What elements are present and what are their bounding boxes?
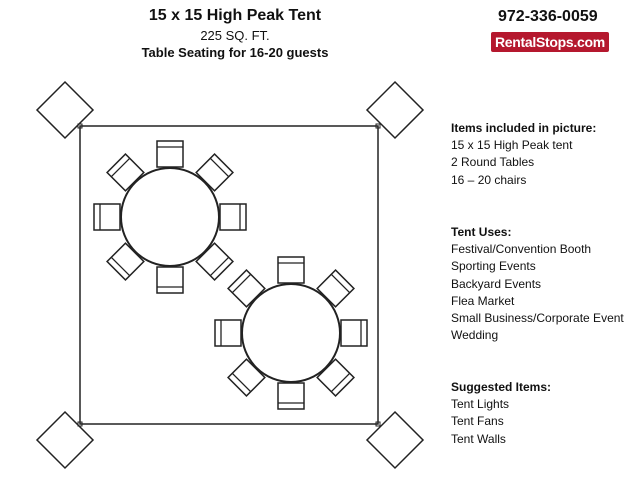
chair [156, 266, 184, 294]
list-item: Tent Fans [451, 414, 504, 429]
chair-seat [195, 242, 234, 281]
chair [214, 319, 242, 347]
chair-seat [156, 266, 184, 294]
chair-back [330, 372, 351, 393]
chair-seat [195, 153, 234, 192]
chair [340, 319, 368, 347]
chair-seat [227, 358, 266, 397]
chair-back [209, 157, 230, 178]
chair [277, 382, 305, 410]
stake-weight [365, 80, 425, 140]
round-table-group [93, 140, 247, 294]
chair-seat [219, 203, 247, 231]
list-item: Tent Walls [451, 431, 506, 446]
chair-seat [106, 153, 145, 192]
chair [316, 358, 355, 397]
chair-seat [277, 256, 305, 284]
chair [156, 140, 184, 168]
chair-seat [227, 269, 266, 308]
chair-back [330, 273, 351, 294]
chair [106, 242, 145, 281]
stake-weight [365, 410, 425, 470]
tent-pole [375, 123, 381, 129]
list-item: Festival/Convention Booth [451, 242, 592, 257]
stake-weight [35, 80, 95, 140]
chair-seat [340, 319, 368, 347]
items-included-section: Items included in picture: 15 x 15 High … [451, 120, 596, 189]
chair-seat [316, 269, 355, 308]
chair-seat [106, 242, 145, 281]
chair-seat [316, 358, 355, 397]
section-heading: Tent Uses: [451, 225, 512, 239]
tent-outline [79, 125, 379, 425]
chair-back [110, 256, 131, 277]
chair-seat [93, 203, 121, 231]
section-heading: Items included in picture: [451, 121, 597, 135]
chair-back [209, 256, 230, 277]
list-item: Sporting Events [451, 259, 536, 274]
list-item: Flea Market [451, 293, 515, 308]
chair [195, 153, 234, 192]
chair-seat [214, 319, 242, 347]
chair [219, 203, 247, 231]
tent-uses-section: Tent Uses: Festival/Convention Booth Spo… [451, 224, 624, 344]
chair [227, 269, 266, 308]
area-label: 225 SQ. FT. [200, 28, 270, 43]
list-item: 2 Round Tables [451, 155, 535, 170]
section-heading: Suggested Items: [451, 380, 552, 394]
suggested-items-section: Suggested Items: Tent Lights Tent Fans T… [451, 379, 551, 448]
chair-back [231, 273, 252, 294]
round-table [120, 167, 220, 267]
list-item: 16 – 20 chairs [451, 172, 527, 187]
chair [277, 256, 305, 284]
list-item: 15 x 15 High Peak tent [451, 138, 573, 153]
chair-back [231, 372, 252, 393]
list-item: Tent Lights [451, 397, 510, 412]
chair [106, 153, 145, 192]
round-table [241, 283, 341, 383]
seating-label: Table Seating for 16-20 guests [141, 45, 329, 60]
phone-number: 972-336-0059 [498, 8, 598, 25]
list-item: Wedding [451, 328, 499, 343]
chair [316, 269, 355, 308]
list-item: Backyard Events [451, 276, 542, 291]
chair [227, 358, 266, 397]
stake-weight [35, 410, 95, 470]
chair-back [110, 157, 131, 178]
list-item: Small Business/Corporate Event [451, 311, 624, 326]
tent-pole [375, 421, 381, 427]
round-table-group [214, 256, 368, 410]
chair-seat [277, 382, 305, 410]
chair [195, 242, 234, 281]
brand-logo: RentalStops.com [491, 32, 609, 52]
page-title: 15 x 15 High Peak Tent [148, 7, 322, 24]
chair-seat [156, 140, 184, 168]
chair [93, 203, 121, 231]
